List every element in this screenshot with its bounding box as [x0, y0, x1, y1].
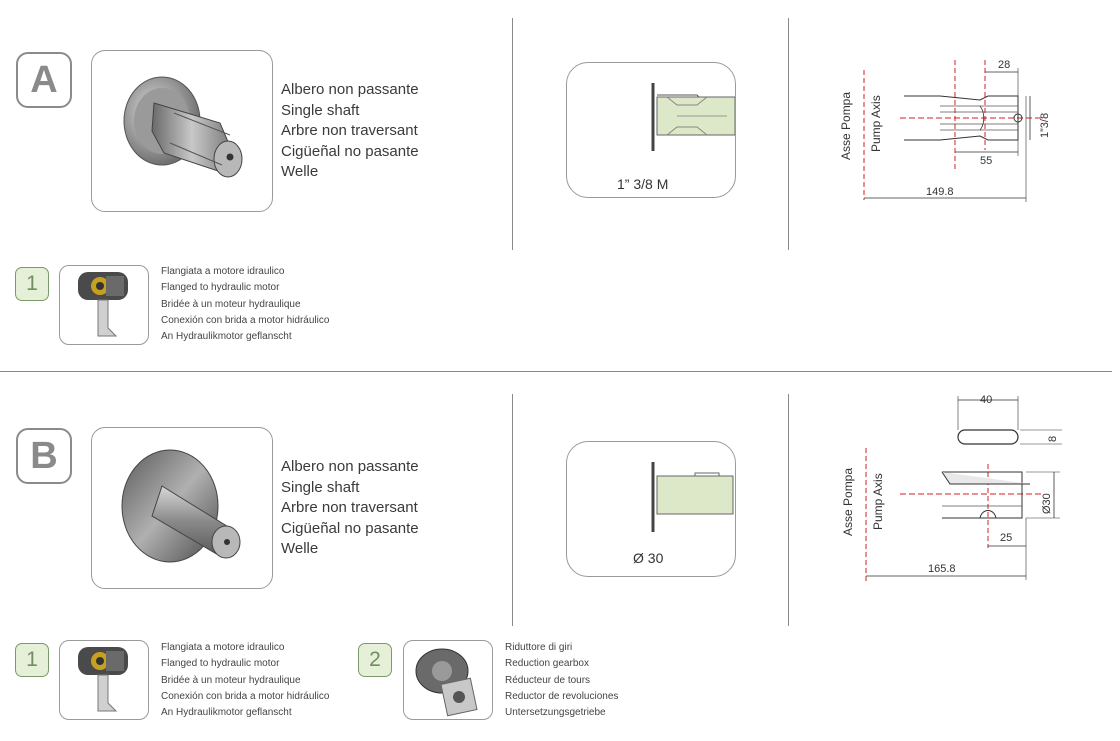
accessory-line: Reductor de revoluciones	[505, 690, 619, 702]
label-fr: Arbre non traversant	[281, 122, 418, 139]
accessory-line: Reduction gearbox	[505, 658, 589, 670]
shaft-description-a: Albero non passante Single shaft Arbre n…	[281, 80, 419, 183]
shaft-photo-b	[91, 427, 273, 589]
accessory-line: Flangiata a motore idraulico	[161, 642, 285, 653]
axis-label-en: Pump Axis	[869, 95, 883, 152]
accessory-description-b-1: Flangiata a motore idraulico Flanged to …	[161, 640, 329, 721]
label-de: Welle	[281, 540, 319, 557]
shaft-size-label-a: 1” 3/8 M	[617, 176, 669, 192]
dim-55: 55	[980, 155, 992, 167]
label-en: Single shaft	[281, 478, 360, 496]
accessory-description-b-2: Riduttore di giri Reduction gearbox Rédu…	[505, 640, 618, 721]
divider	[512, 18, 513, 250]
accessory-line: An Hydraulikmotor geflanscht	[161, 331, 292, 343]
dim-40: 40	[980, 394, 992, 406]
label-fr: Arbre non traversant	[281, 499, 418, 516]
technical-drawing-b: 40 8 Asse Pompa Pump Axis Ø30 25 165.8	[830, 388, 1070, 593]
label-de: Welle	[281, 163, 319, 180]
accessory-line: Réducteur de tours	[505, 674, 591, 686]
accessory-photo-b-1	[59, 640, 149, 720]
label-es: Cigüeñal no pasante	[281, 519, 419, 537]
accessory-number-b-2: 2	[358, 643, 392, 677]
label-it: Albero non passante	[281, 458, 419, 475]
accessory-line: Flanged to hydraulic motor	[161, 282, 280, 294]
divider	[788, 394, 789, 626]
accessory-photo-b-2	[403, 640, 493, 720]
dim-149-8: 149.8	[926, 186, 954, 198]
section-letter-a: A	[16, 52, 72, 108]
divider	[788, 18, 789, 250]
dim-165-8: 165.8	[928, 563, 956, 575]
dim-8: 8	[1047, 436, 1059, 442]
accessory-line: An Hydraulikmotor geflanscht	[161, 707, 292, 719]
accessory-line: Flanged to hydraulic motor	[161, 658, 280, 670]
divider	[512, 394, 513, 626]
accessory-line: Bridée à un moteur hydraulique	[161, 674, 301, 686]
label-es: Cigüeñal no pasante	[281, 142, 419, 160]
shaft-size-label-b: Ø 30	[633, 550, 664, 566]
dim-28: 28	[998, 59, 1010, 71]
section-letter-b: B	[16, 428, 72, 484]
label-it: Albero non passante	[281, 81, 419, 98]
technical-drawing-a: Asse Pompa Pump Axis 28 55 149.8 1”3/8	[830, 40, 1070, 215]
section-divider	[0, 371, 1112, 372]
accessory-photo-a-1	[59, 265, 149, 345]
accessory-line: Flangiata a motore idraulico	[161, 266, 285, 277]
shaft-photo-a	[91, 50, 273, 212]
accessory-line: Untersetzungsgetriebe	[505, 707, 606, 719]
shaft-icon-box-b	[566, 441, 736, 577]
axis-label-it: Asse Pompa	[841, 468, 855, 536]
axis-label-it: Asse Pompa	[839, 92, 853, 160]
dim-1-3-8: 1”3/8	[1039, 113, 1051, 138]
accessory-line: Conexión con brida a motor hidráulico	[161, 314, 330, 326]
accessory-line: Bridée à un moteur hydraulique	[161, 298, 301, 310]
accessory-number-b-1: 1	[15, 643, 49, 677]
accessory-number-a-1: 1	[15, 267, 49, 301]
shaft-icon-box-a	[566, 62, 737, 198]
label-en: Single shaft	[281, 101, 360, 119]
accessory-line: Conexión con brida a motor hidráulico	[161, 690, 330, 702]
shaft-description-b: Albero non passante Single shaft Arbre n…	[281, 457, 419, 560]
accessory-description-a-1: Flangiata a motore idraulico Flanged to …	[161, 264, 329, 345]
accessory-line: Riduttore di giri	[505, 642, 573, 653]
dim-25: 25	[1000, 532, 1012, 544]
dim-diam-30: Ø30	[1041, 493, 1053, 514]
axis-label-en: Pump Axis	[871, 473, 885, 530]
